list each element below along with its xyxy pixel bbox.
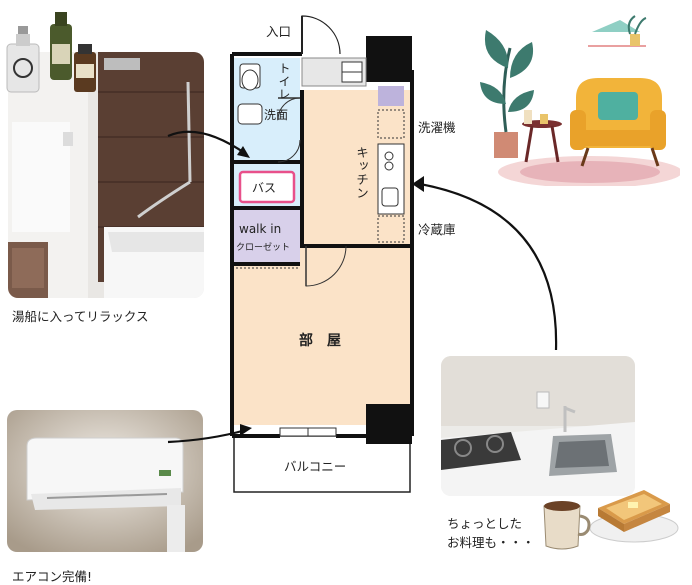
label-washer: 洗濯機 bbox=[418, 120, 456, 135]
label-room: 部 屋 bbox=[299, 333, 341, 349]
label-closet-line2: クローゼット bbox=[236, 243, 291, 253]
toast-icon bbox=[584, 478, 680, 544]
kitchen-photo bbox=[441, 356, 635, 496]
living-room-illustration bbox=[480, 8, 682, 188]
wall-column-bottom bbox=[366, 404, 412, 444]
label-toilet: トイレ bbox=[277, 62, 291, 101]
wall-column-top bbox=[366, 36, 412, 82]
closet-area bbox=[234, 208, 300, 264]
bathroom-photo bbox=[8, 52, 204, 298]
label-entrance: 入口 bbox=[266, 24, 292, 39]
kitchen-photo-caption-line1: ちょっとした bbox=[447, 516, 523, 531]
kitchen-photo-caption-line2: お料理も・・・ bbox=[447, 535, 535, 550]
washer-box bbox=[378, 86, 404, 106]
arrow-icon bbox=[419, 182, 558, 351]
label-washroom: 洗面 bbox=[264, 108, 289, 122]
aircon-photo bbox=[7, 410, 203, 552]
bath-photo-caption: 湯船に入ってリラックス bbox=[12, 309, 149, 324]
label-fridge: 冷蔵庫 bbox=[418, 222, 456, 237]
main-room-area bbox=[234, 245, 410, 425]
arrow-icon bbox=[167, 428, 247, 444]
label-closet-line1: walk in bbox=[239, 222, 282, 236]
label-kitchen: キッチン bbox=[354, 146, 369, 200]
coffee-mug-icon bbox=[538, 496, 594, 554]
arrow-icon bbox=[167, 130, 247, 155]
label-bath: バス bbox=[252, 181, 277, 195]
shampoo-bottles-icon bbox=[4, 4, 100, 96]
aircon-photo-caption: エアコン完備! bbox=[12, 569, 93, 584]
label-balcony: バルコニー bbox=[284, 459, 347, 474]
